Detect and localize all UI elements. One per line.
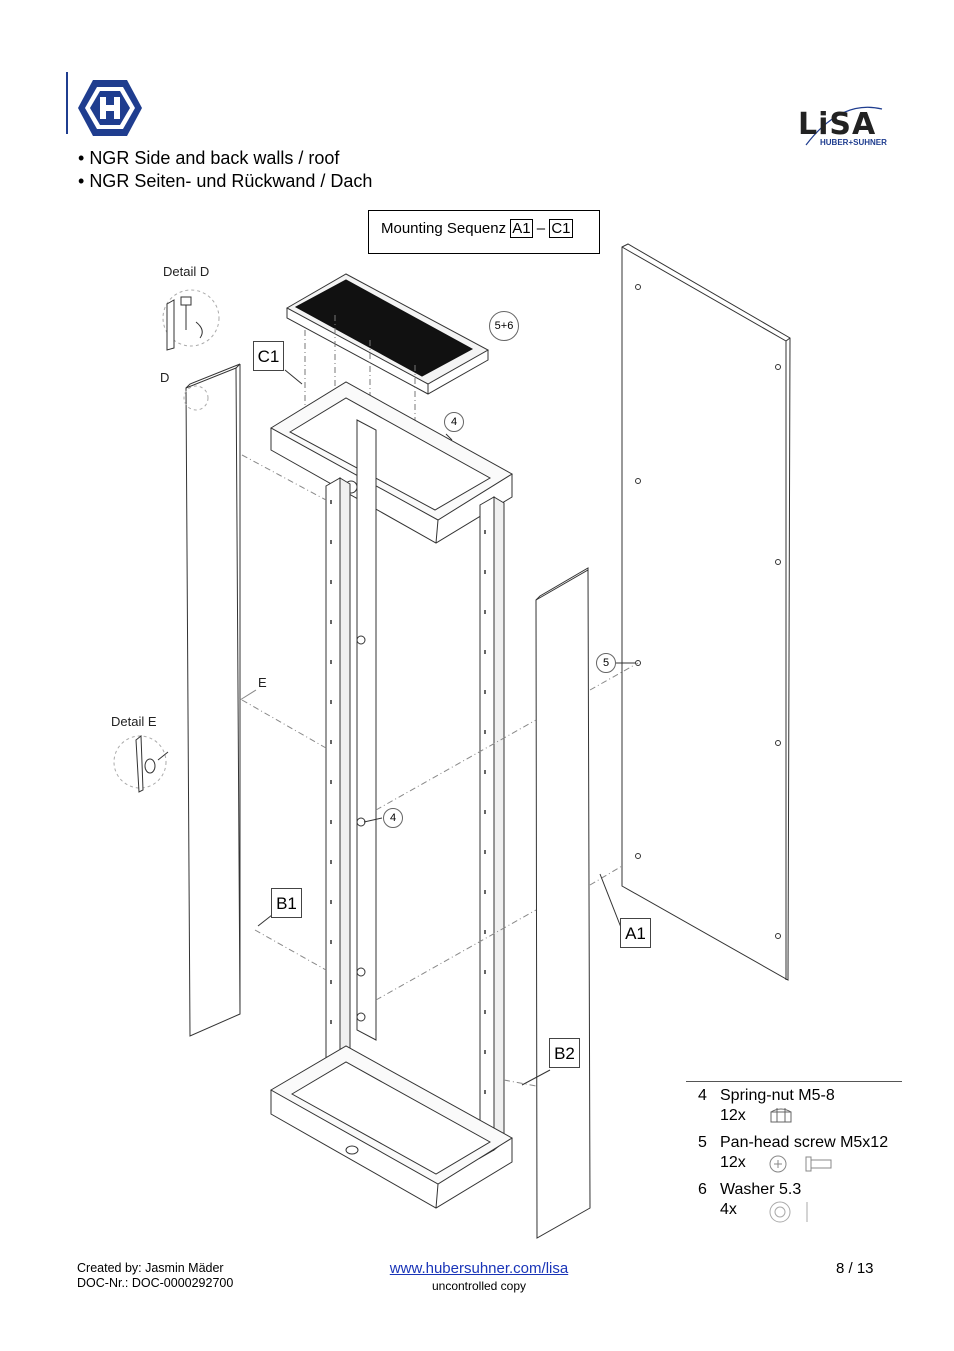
part-name: Washer 5.3 [720, 1181, 802, 1198]
back-wall-a1 [621, 243, 791, 981]
sequence-start: A1 [510, 219, 533, 238]
callout-b2: B2 [549, 1038, 580, 1068]
footer-created-by: Created by: Jasmin Mäder [77, 1261, 224, 1275]
part-number: 5 [698, 1134, 707, 1151]
part-qty: 12x [720, 1154, 746, 1171]
sequence-separator: – [536, 220, 546, 237]
part-row: 5 Pan-head screw M5x12 12x [686, 1129, 902, 1176]
lisa-logo-text: LiSA [798, 107, 877, 142]
part-qty: 12x [720, 1107, 746, 1124]
callout-b1: B1 [271, 888, 302, 918]
detail-d-marker: D [160, 370, 170, 385]
page-number: 8 / 13 [836, 1260, 874, 1277]
frame-bottom [269, 1045, 513, 1209]
upright-holes [330, 500, 486, 1094]
washer-icon [769, 1201, 808, 1223]
detail-e-marker: E [258, 675, 267, 690]
footer-copy-note: uncontrolled copy [431, 1279, 527, 1293]
detail-d-sketch [162, 289, 220, 351]
roof-panel [285, 273, 490, 395]
footer-website-link[interactable]: www.hubersuhner.com/lisa [389, 1260, 569, 1277]
lisa-logo: LiSA HUBER+SUHNER [796, 105, 887, 149]
detail-d-marker-circle [183, 385, 209, 411]
part-row: 6 Washer 5.3 4x [686, 1176, 902, 1223]
huber-suhner-logo [78, 80, 142, 136]
bullet-german: • NGR Seiten- und Rückwand / Dach [78, 171, 373, 191]
mounting-sequence-box: Mounting Sequenz A1 – C1 [368, 210, 600, 254]
spring-nut-icon [770, 1108, 792, 1123]
sequence-end: C1 [549, 219, 573, 238]
frame-top [270, 381, 513, 544]
title-bullets: • NGR Side and back walls / roof • NGR S… [78, 147, 372, 193]
lisa-logo-subtext: HUBER+SUHNER [820, 138, 887, 147]
item-marker-top: 4 [444, 412, 464, 432]
left-rule [66, 72, 68, 134]
frame-uprights [325, 419, 505, 1159]
part-name: Spring-nut M5-8 [720, 1087, 835, 1104]
bullet-english: • NGR Side and back walls / roof [78, 148, 340, 168]
left-side-wall [185, 363, 241, 1037]
footer-center: www.hubersuhner.com/lisa uncontrolled co… [360, 1260, 598, 1293]
part-row: 4 Spring-nut M5-8 12x [686, 1082, 902, 1129]
detail-e-title: Detail E [111, 714, 157, 729]
part-number: 6 [698, 1181, 707, 1198]
screw-icon [769, 1155, 832, 1173]
detail-d-title: Detail D [163, 264, 210, 279]
front-panel-b2 [535, 567, 591, 1239]
part-name: Pan-head screw M5x12 [720, 1134, 889, 1151]
back-wall-holes [635, 284, 781, 939]
part-number: 4 [698, 1087, 707, 1104]
item-marker-roof: 5+6 [489, 311, 519, 341]
callout-a1: A1 [620, 918, 651, 948]
parts-list: 4 Spring-nut M5-8 12x 5 Pan-head screw M… [686, 1081, 902, 1223]
item-marker-mid: 4 [383, 808, 403, 828]
detail-e-sketch [113, 734, 169, 793]
part-qty: 4x [720, 1201, 737, 1218]
item-marker-side: 5 [596, 653, 616, 673]
sequence-prefix: Mounting Sequenz [381, 220, 507, 237]
callout-c1: C1 [253, 341, 284, 371]
footer-meta: Created by: Jasmin Mäder DOC-Nr.: DOC-00… [77, 1261, 233, 1291]
footer-doc-number: DOC-Nr.: DOC-0000292700 [77, 1276, 234, 1290]
